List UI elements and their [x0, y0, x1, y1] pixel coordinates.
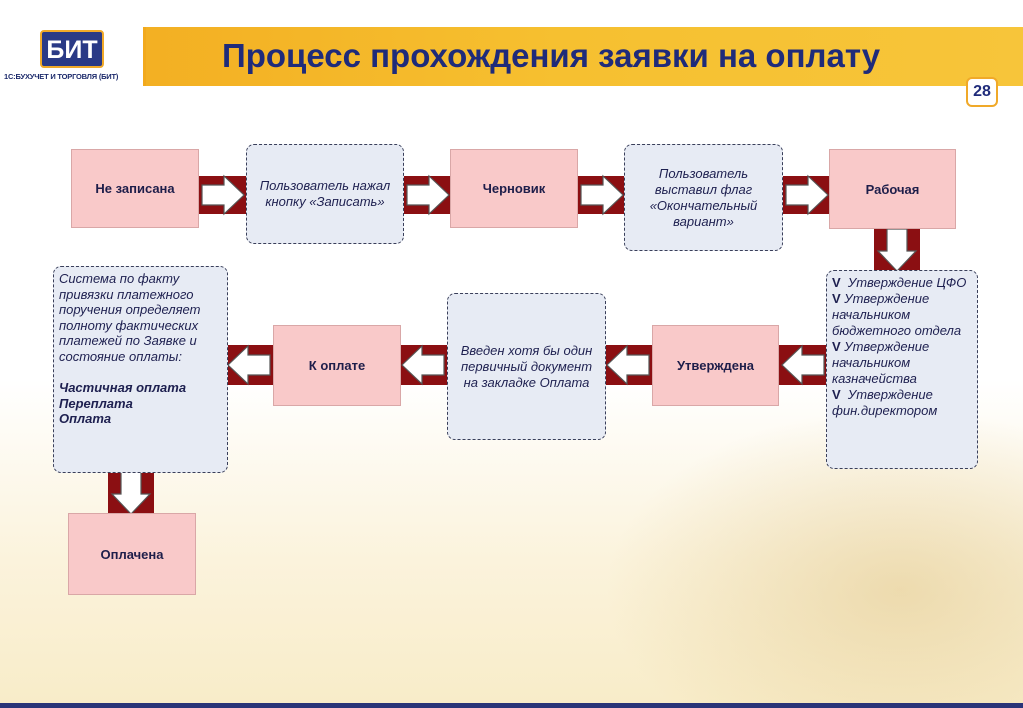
logo-text: БИТ — [46, 36, 97, 64]
arrow-approvals-to-approved — [778, 345, 828, 385]
check-mark-icon: V — [832, 387, 841, 402]
state-approved: Утверждена — [652, 325, 779, 406]
check-mark-icon: V — [832, 275, 841, 290]
approval-item: V Утверждение начальником казначейства — [832, 339, 930, 386]
arrow-working-to-approvals — [874, 228, 920, 272]
check-mark-icon: V — [832, 339, 841, 354]
arrow-note-to-working — [782, 175, 830, 215]
header-band — [0, 27, 1023, 86]
logo-caption: 1С:БУХУЧЕТ И ТОРГОВЛЯ (БИТ) — [4, 72, 119, 81]
page-number: 28 — [966, 77, 998, 107]
state-draft: Черновик — [450, 149, 578, 228]
logo-mark: БИТ — [40, 30, 104, 68]
payment-status-partial: Частичная оплата — [59, 380, 187, 395]
state-to-pay: К оплате — [273, 325, 401, 406]
state-paid: Оплачена — [68, 513, 196, 595]
approval-item: V Утверждение ЦФО — [832, 275, 967, 290]
approval-item: V Утверждение начальником бюджетного отд… — [832, 291, 962, 338]
arrow-note-to-to-pay — [400, 345, 448, 385]
note-payment-system: Система по факту привязки платежного пор… — [53, 266, 228, 473]
payment-status-overpaid: Переплата — [59, 395, 133, 411]
approval-item: V Утверждение фин.директором — [832, 387, 938, 418]
note-final-flag: Пользователь выставил флаг «Окончательны… — [624, 144, 783, 251]
arrow-to-pay-to-system — [226, 345, 274, 385]
arrow-note-to-draft — [403, 175, 451, 215]
bottom-bar — [0, 703, 1023, 708]
payment-status-paid: Оплата — [59, 411, 112, 426]
arrow-not-saved-to-note — [198, 175, 246, 215]
page-title: Процесс прохождения заявки на оплату — [222, 37, 881, 74]
note-approvals: V Утверждение ЦФО V Утверждение начальни… — [826, 270, 978, 469]
state-not-saved: Не записана — [71, 149, 199, 228]
arrow-draft-to-note — [577, 175, 625, 215]
state-working: Рабочая — [829, 149, 956, 229]
arrow-system-to-paid — [108, 471, 154, 515]
payment-system-text: Система по факту привязки платежного пор… — [59, 271, 201, 364]
note-primary-doc: Введен хотя бы один первичный документ н… — [447, 293, 606, 440]
check-mark-icon: V — [832, 291, 841, 306]
note-save-click: Пользователь нажал кнопку «Записать» — [246, 144, 404, 244]
arrow-approved-to-note — [605, 345, 653, 385]
